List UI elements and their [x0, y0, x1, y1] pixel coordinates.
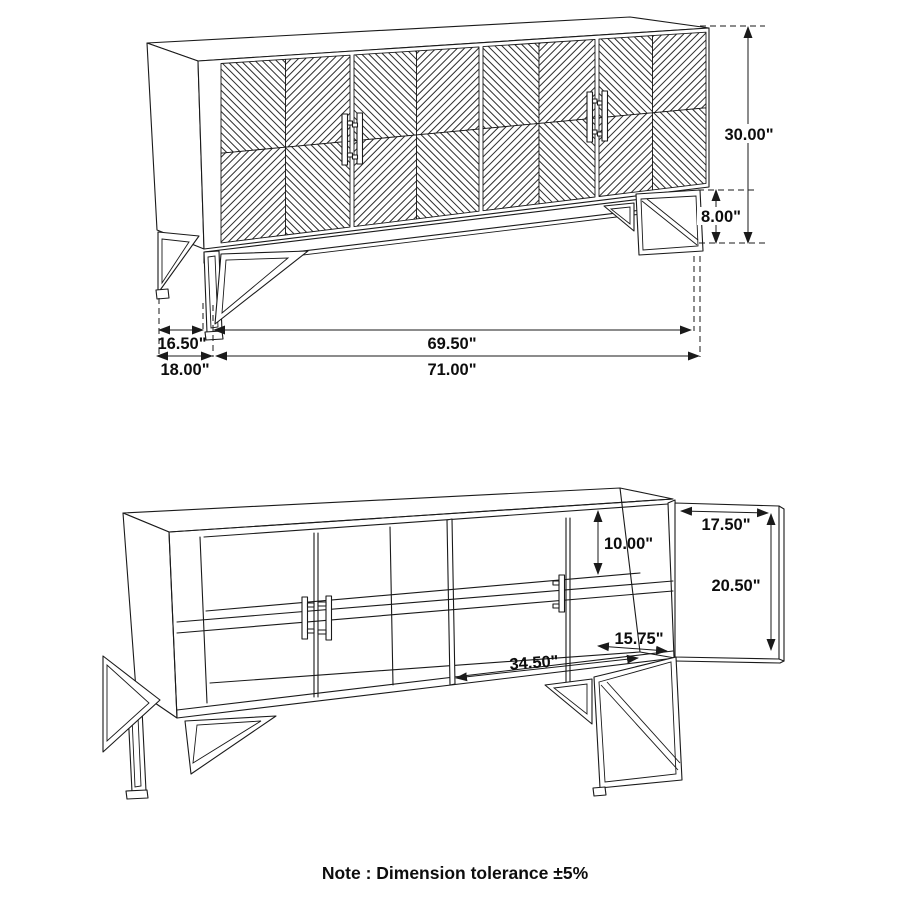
- front-view-drawing: 30.00" 8.00" 16.50" 69.50" 18.00" 71.00": [146, 16, 777, 379]
- dim-overall-height-label: 30.00": [724, 126, 773, 144]
- leg-back-left: [157, 231, 200, 294]
- dim-door-height-label: 20.50": [711, 577, 760, 595]
- handle-bar: [558, 574, 566, 613]
- dim-upper-compartment-height-label: 10.00": [604, 535, 653, 553]
- dim-compartment-width: 34.50": [455, 652, 639, 682]
- handle-tab: [552, 603, 560, 609]
- brace-mid-right: [603, 202, 635, 232]
- metal-base-interior-view: [102, 655, 683, 800]
- dim-inner-width-label: 69.50": [427, 335, 476, 353]
- dim-door-height: 20.50": [711, 513, 776, 651]
- handle-tab: [591, 98, 598, 104]
- dim-interior-depth: 15.75": [597, 630, 668, 655]
- door-panel-4: [598, 31, 707, 197]
- door-handles-left-pair: [341, 112, 364, 166]
- dim-compartment-width-label: 34.50": [509, 652, 559, 673]
- leg-back-left: [102, 655, 161, 753]
- middle-shelf: [176, 572, 674, 634]
- leg-front-left-foot: [204, 330, 224, 341]
- leg-back-left-foot: [155, 288, 170, 300]
- handle-bar: [586, 91, 594, 143]
- tolerance-note: Note : Dimension tolerance ±5%: [322, 863, 589, 883]
- brace-left: [184, 715, 277, 775]
- handle-bar: [301, 596, 309, 640]
- center-divider: [446, 518, 456, 686]
- dim-bottom-rows: 16.50" 69.50" 18.00" 71.00": [156, 256, 701, 379]
- brace-mid-right: [544, 678, 593, 725]
- handle-bar: [356, 112, 364, 165]
- dim-leg-height-label: 8.00": [701, 208, 741, 226]
- dim-overall-height: 30.00": [699, 25, 777, 244]
- dim-door-width-label: 17.50": [701, 516, 750, 534]
- handle-tab: [596, 131, 603, 137]
- handle-tab: [346, 120, 354, 126]
- door-panel-1: [220, 54, 351, 244]
- door-panel-2: [353, 46, 480, 228]
- leg-right-foot: [592, 786, 607, 797]
- handle-tab: [591, 129, 598, 135]
- open-door-edge-left: [301, 532, 333, 698]
- dim-overall-depth-label: 18.00": [160, 361, 209, 379]
- leg-front-left-foot: [125, 789, 149, 800]
- dim-leg-height: 8.00": [697, 189, 757, 244]
- door-panel-3: [482, 38, 596, 212]
- handle-tab: [306, 628, 315, 634]
- handle-tab: [351, 122, 359, 128]
- handle-bar: [341, 113, 349, 166]
- dim-leg-depth-label: 16.50": [157, 335, 206, 353]
- brace-left: [214, 250, 309, 325]
- leg-right: [593, 656, 683, 789]
- open-door-panel: [674, 502, 785, 664]
- handle-tab: [317, 601, 327, 607]
- dim-upper-compartment-height: 10.00": [593, 510, 653, 575]
- dim-door-width: 17.50": [680, 506, 769, 534]
- interior-view-drawing: 17.50" 20.50" 10.00" 15.75" 34.50": [102, 487, 785, 800]
- dim-interior-depth-label: 15.75": [614, 630, 663, 648]
- cabinet-left-side-panel: [146, 42, 205, 250]
- handle-tab: [306, 602, 315, 608]
- handle-tab: [552, 580, 560, 586]
- handle-bar: [325, 595, 333, 641]
- handle-tab: [317, 629, 327, 635]
- dim-overall-width-label: 71.00": [427, 361, 476, 379]
- handle-tab: [346, 152, 354, 158]
- door-handles-right-pair: [586, 90, 609, 143]
- handle-tab: [351, 154, 359, 160]
- handle-tab: [596, 100, 603, 106]
- metal-base-front-view: [155, 189, 704, 341]
- handle-bar: [601, 90, 609, 142]
